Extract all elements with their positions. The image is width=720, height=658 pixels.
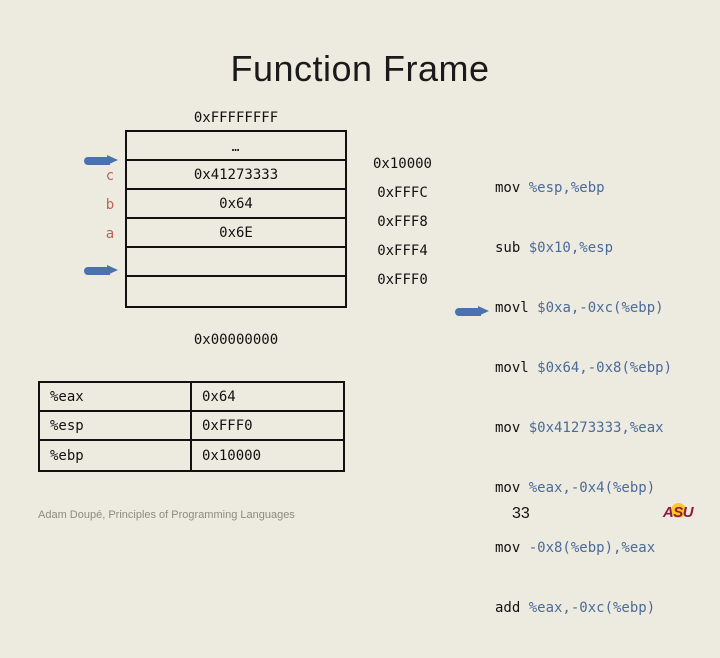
assembly-mnemonic: add [495,600,529,616]
register-name: %eax [40,383,192,410]
arrow-head [478,306,489,316]
assembly-mnemonic: mov [495,420,529,436]
memory-cell: 0x6E [127,219,345,248]
arrow-head [107,155,118,165]
sunburst-icon [671,503,686,518]
assembly-mnemonic: movl [495,300,538,316]
register-table: %eax 0x64 %esp 0xFFF0 %ebp 0x10000 [38,381,345,472]
table-row: %esp 0xFFF0 [40,412,343,441]
address-label: 0xFFF4 [377,243,428,259]
assembly-operands: $0x10,%esp [528,240,614,256]
asu-logo-icon: ASU [658,502,698,524]
instruction-pointer-arrow-icon [455,306,491,317]
register-value: 0x64 [202,388,236,405]
assembly-mnemonic: mov [495,540,529,556]
register-value: 0x10000 [202,447,262,464]
memory-cell: 0x41273333 [127,161,345,190]
table-row: %ebp 0x10000 [40,441,343,470]
variable-label-b: b [105,197,115,213]
assembly-mnemonic: movl [495,360,538,376]
assembly-line: movl $0x64,-0x8(%ebp) [495,358,672,378]
table-row: %eax 0x64 [40,383,343,412]
asu-logo-text: ASU [662,504,694,521]
variable-label-a: a [105,226,115,242]
memory-cell: … [127,132,345,161]
page-title: Function Frame [230,48,490,89]
assembly-operands: %eax,-0xc(%ebp) [528,600,656,616]
assembly-operands: $0x41273333,%eax [528,420,664,436]
memory-cell: 0x64 [127,190,345,219]
register-name: %esp [40,412,192,439]
assembly-line: mov %eax,-0x4(%ebp) [495,478,672,498]
memory-top-address: 0xFFFFFFFF [193,110,279,126]
esp-pointer-arrow-icon [84,265,120,276]
register-name: %ebp [40,441,192,470]
slide: Function Frame 0xFFFFFFFF … 0x41273333 0… [38,48,698,616]
memory-cell [127,248,345,277]
address-label: 0xFFFC [377,185,428,201]
assembly-code-block: mov %esp,%ebp sub $0x10,%esp movl $0xa,-… [495,138,672,658]
assembly-line: movl $0xa,-0xc(%ebp) [495,298,672,318]
footer-credit: Adam Doupé, Principles of Programming La… [38,509,295,521]
assembly-operands: $0xa,-0xc(%ebp) [537,300,664,316]
address-label: 0xFFF0 [377,272,428,288]
page-number: 33 [512,505,530,522]
address-label: 0x10000 [372,156,432,172]
assembly-operands: %esp,%ebp [528,180,605,196]
assembly-line: add %eax,-0xc(%ebp) [495,598,672,618]
address-column: 0x10000 0xFFFC 0xFFF8 0xFFF4 0xFFF0 [355,150,450,295]
arrow-shaft [84,267,110,275]
assembly-line: mov -0x8(%ebp),%eax [495,538,672,558]
register-value: 0xFFF0 [202,417,253,434]
assembly-mnemonic: sub [495,240,529,256]
assembly-line: mov $0x41273333,%eax [495,418,672,438]
assembly-line: mov %esp,%ebp [495,178,672,198]
assembly-operands: %eax,-0x4(%ebp) [528,480,656,496]
assembly-operands: -0x8(%ebp),%eax [528,540,656,556]
variable-label-c: c [105,168,115,184]
ebp-pointer-arrow-icon [84,155,120,166]
arrow-head [107,265,118,275]
assembly-line: sub $0x10,%esp [495,238,672,258]
memory-table: … 0x41273333 0x64 0x6E [125,130,347,308]
assembly-operands: $0x64,-0x8(%ebp) [537,360,673,376]
arrow-shaft [455,308,481,316]
arrow-shaft [84,157,110,165]
address-label: 0xFFF8 [377,214,428,230]
memory-cell [127,277,345,306]
memory-bottom-address: 0x00000000 [193,332,279,348]
assembly-mnemonic: mov [495,480,529,496]
assembly-mnemonic: mov [495,180,529,196]
